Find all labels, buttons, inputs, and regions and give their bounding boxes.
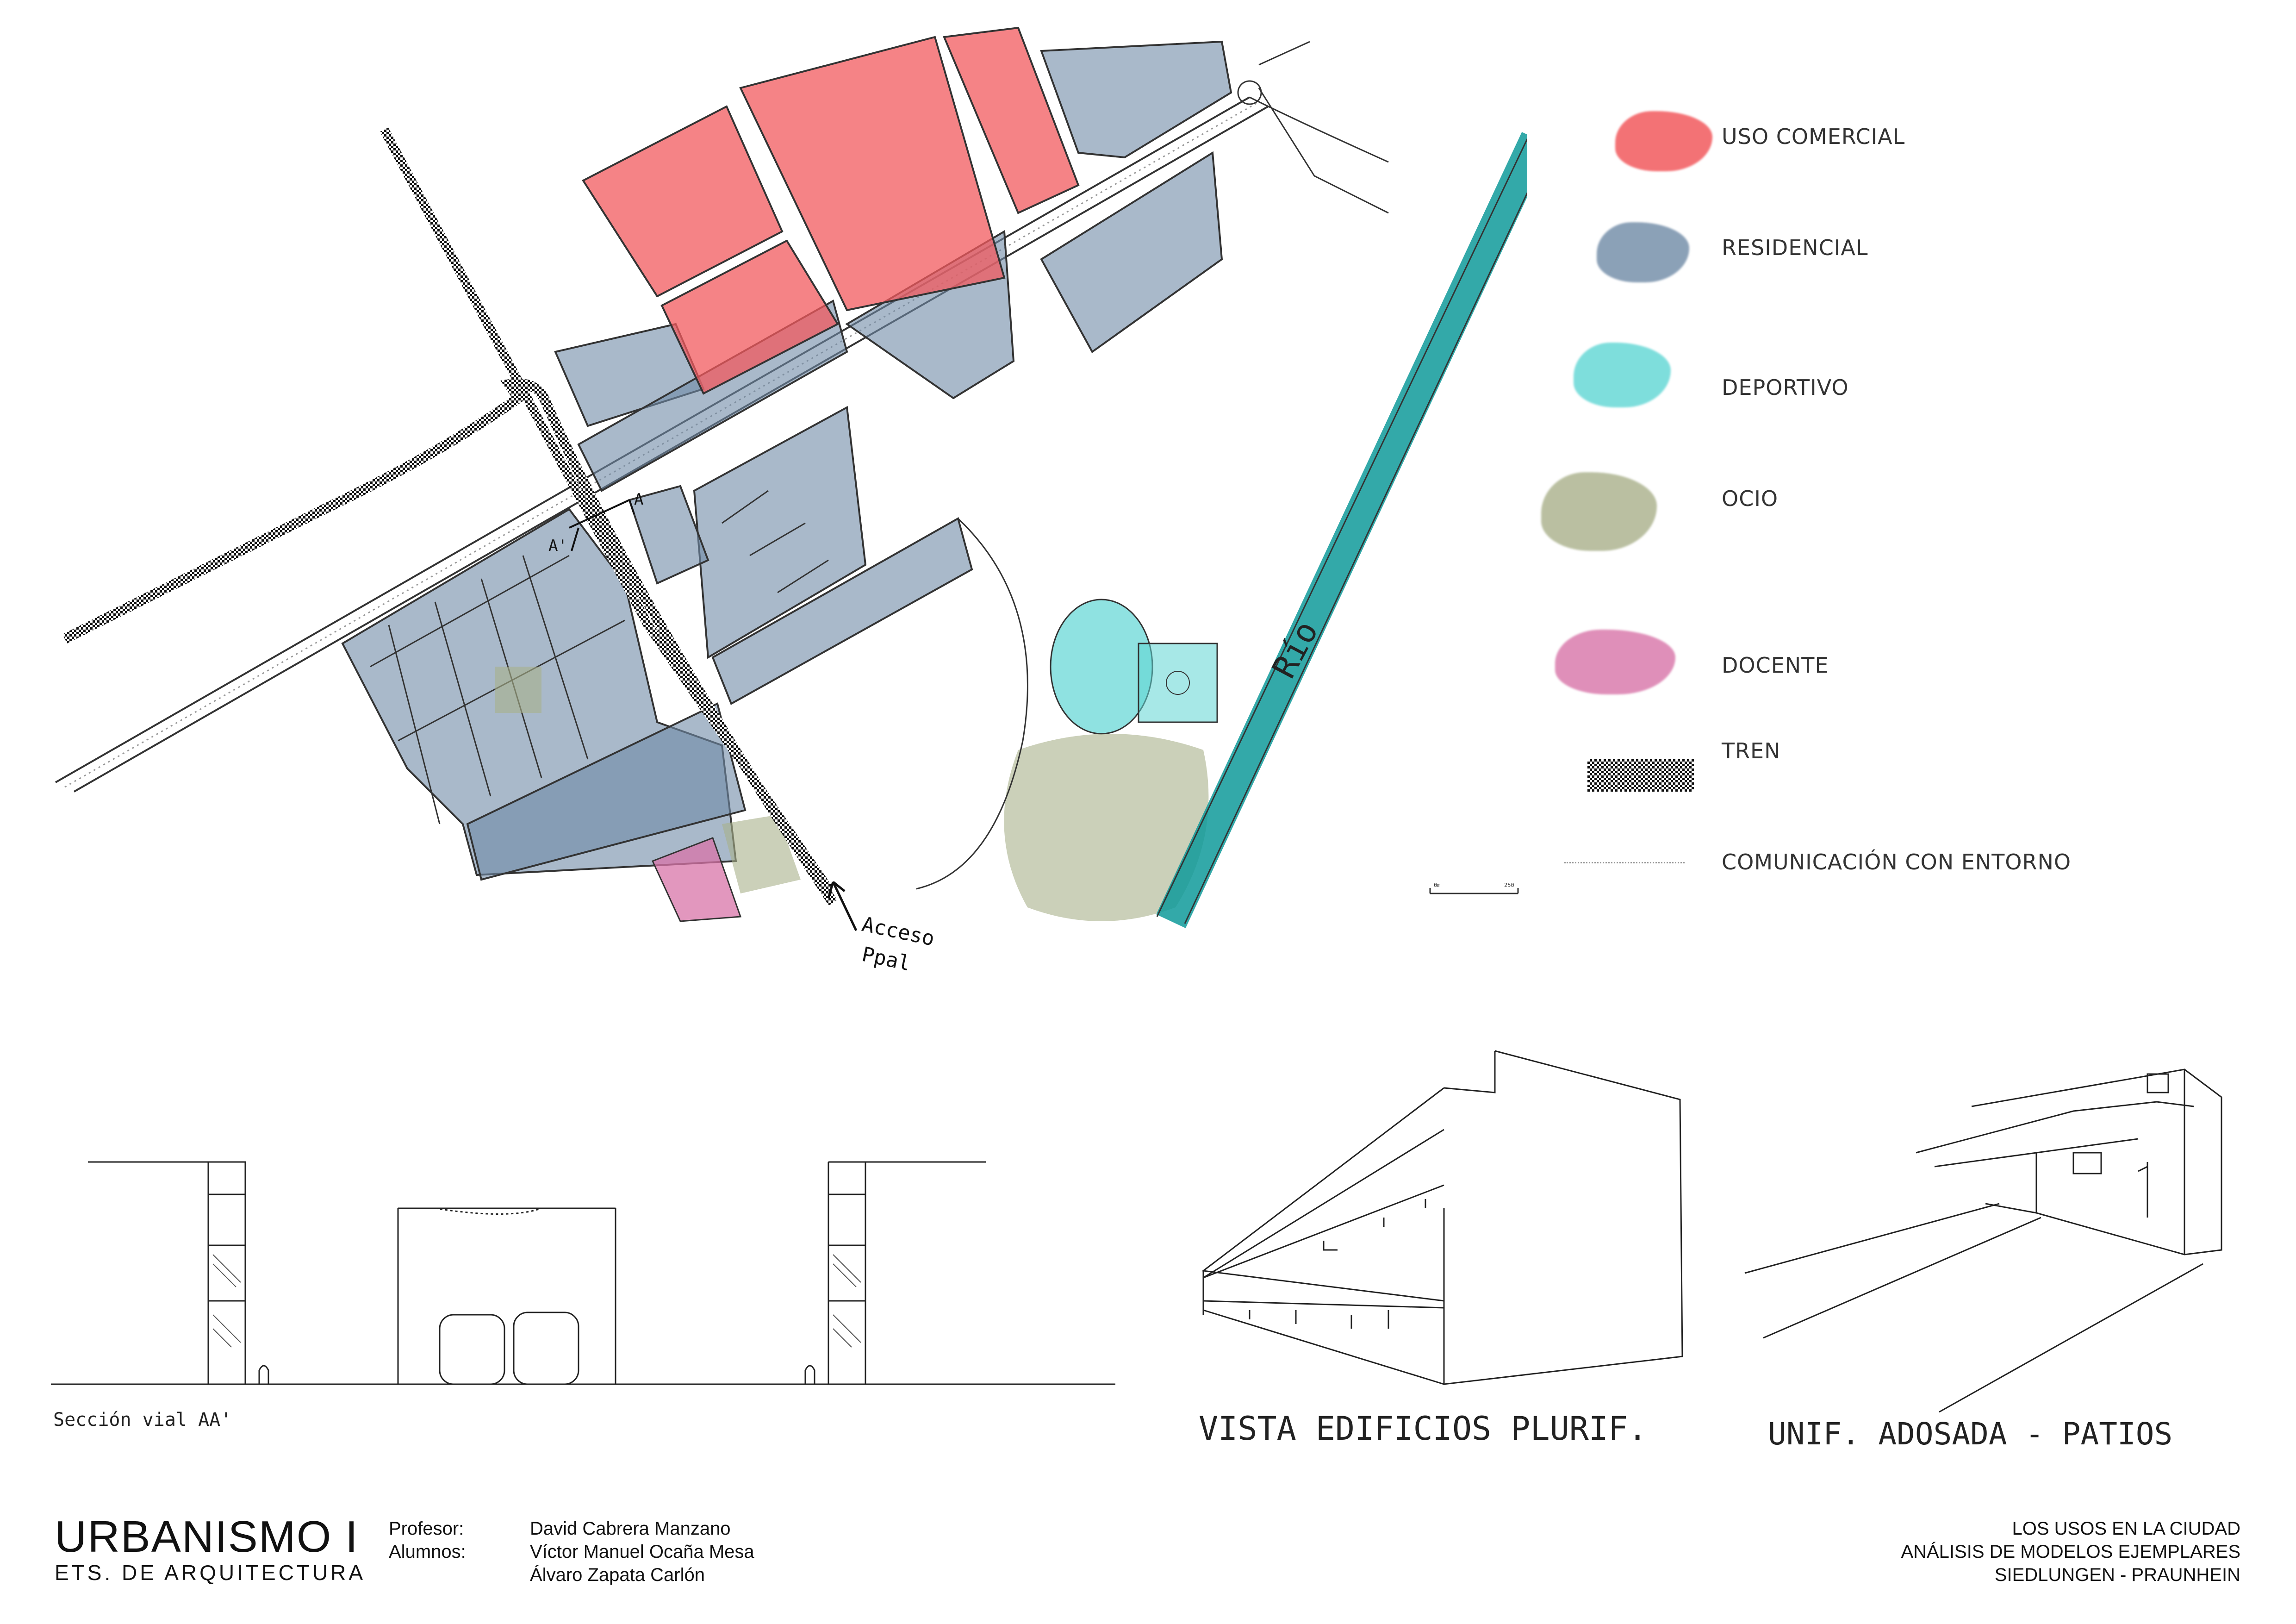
sport-zone bbox=[1050, 599, 1218, 735]
legend-label-commercial: USO COMERCIAL bbox=[1722, 124, 1905, 149]
legend-swatch-education bbox=[1555, 630, 1675, 694]
course-title: URBANISMO I bbox=[55, 1512, 359, 1562]
info-line-2: ANÁLISIS DE MODELOS EJEMPLARES bbox=[1901, 1542, 2240, 1562]
legend-swatch-commercial bbox=[1615, 111, 1712, 171]
site-map: Río A A' Acceso Ppal bbox=[55, 26, 1527, 976]
legend-label-education: DOCENTE bbox=[1722, 653, 1829, 678]
section-mark-a-prime: A' bbox=[548, 537, 567, 555]
scale-right-label: 250 bbox=[1504, 882, 1514, 888]
view2-caption: UNIF. ADOSADA - PATIOS bbox=[1768, 1416, 2172, 1452]
legend-label-sport: DEPORTIVO bbox=[1722, 375, 1849, 400]
school-subtitle: ETS. DE ARQUITECTURA bbox=[55, 1561, 366, 1585]
access-arrow bbox=[827, 881, 858, 931]
section-caption: Sección vial AA' bbox=[53, 1409, 231, 1430]
legend-swatch-communication bbox=[1564, 862, 1685, 863]
access-label-2: Ppal bbox=[860, 943, 913, 976]
legend-label-communication: COMUNICACIÓN CON ENTORNO bbox=[1722, 849, 2072, 874]
info-line-3: SIEDLUNGEN - PRAUNHEIN bbox=[1994, 1565, 2240, 1585]
scale-bar: 0m 250 bbox=[1429, 882, 1519, 894]
education-zone bbox=[651, 837, 742, 922]
professor-name: David Cabrera Manzano bbox=[530, 1518, 731, 1539]
view1-caption: VISTA EDIFICIOS PLURIF. bbox=[1199, 1410, 1647, 1448]
rowhouse-view-sketch: UNIF. ADOSADA - PATIOS bbox=[1744, 1068, 2222, 1452]
legend-label-residential: RESIDENCIAL bbox=[1722, 235, 1868, 260]
scale-left-label: 0m bbox=[1434, 882, 1440, 888]
legend-label-train: TREN bbox=[1722, 738, 1781, 763]
commercial-zones bbox=[582, 26, 1080, 395]
river bbox=[1156, 132, 1527, 928]
multifamily-view-sketch: VISTA EDIFICIOS PLURIF. bbox=[1199, 1050, 1683, 1448]
professor-label: Profesor: bbox=[389, 1518, 464, 1539]
section-mark bbox=[569, 499, 635, 551]
road-section-sketch: Sección vial AA' bbox=[51, 1161, 1115, 1430]
legend-swatch-sport bbox=[1574, 343, 1671, 407]
legend-swatch-train bbox=[1587, 759, 1694, 792]
student-1-name: Víctor Manuel Ocaña Mesa bbox=[530, 1542, 754, 1562]
leisure-zone bbox=[495, 667, 1209, 921]
info-line-1: LOS USOS EN LA CIUDAD bbox=[2012, 1518, 2240, 1539]
students-label: Alumnos: bbox=[389, 1542, 466, 1562]
legend-swatch-leisure bbox=[1541, 472, 1657, 551]
section-mark-a: A bbox=[634, 490, 643, 509]
student-2-name: Álvaro Zapata Carlón bbox=[530, 1565, 705, 1585]
legend-swatch-residential bbox=[1597, 222, 1689, 282]
legend-label-leisure: OCIO bbox=[1722, 486, 1779, 511]
